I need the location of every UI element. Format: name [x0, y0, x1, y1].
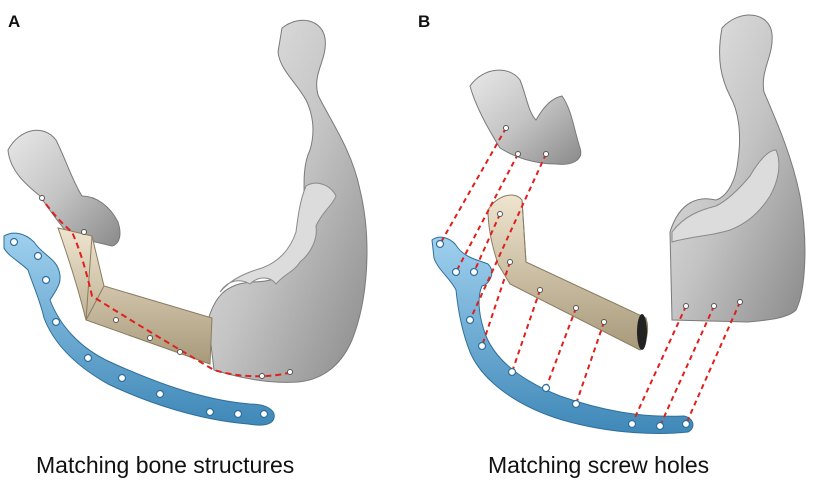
fibula-graft-b	[487, 194, 649, 351]
mandible-right-segment-a	[207, 19, 368, 383]
panel-b-label: B	[418, 12, 431, 31]
fibula-graft-a	[57, 227, 213, 365]
caption-matching-bone-structures: Matching bone structures	[36, 452, 295, 478]
bone-screw-holes-b	[497, 125, 743, 325]
panel-b-figure	[431, 14, 806, 434]
graft-joint-a	[85, 285, 105, 321]
mandible-right-segment-b	[669, 14, 806, 323]
caption-matching-screw-holes: Matching screw holes	[488, 452, 710, 478]
screw-hole-guides-b	[439, 127, 741, 427]
bone-contour-guide-a	[39, 195, 293, 378]
panel-a-label: A	[8, 12, 21, 31]
mandible-left-fragment-a	[7, 129, 121, 247]
panel-a-figure	[3, 19, 368, 426]
reconstruction-plate-a	[3, 232, 275, 426]
plate-holes-a	[9, 237, 269, 419]
teeth-right-a	[219, 182, 337, 293]
mandible-left-fragment-b	[469, 69, 582, 165]
bone-screw-holes-a	[39, 195, 293, 379]
plate-holes-b	[435, 239, 691, 431]
teeth-right-b	[671, 149, 780, 243]
reconstruction-plate-b	[431, 236, 694, 434]
graft-cut-end-b	[637, 314, 647, 350]
